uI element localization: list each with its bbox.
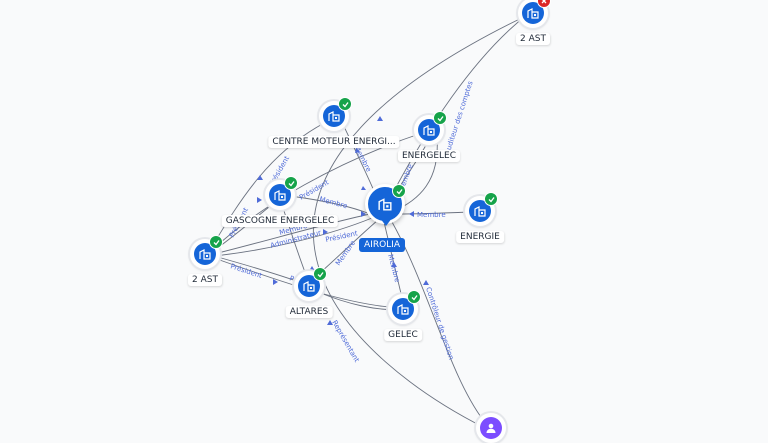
edge-ast-left-airolia-2 (213, 217, 373, 257)
check-icon (338, 97, 352, 111)
node-altares-circle[interactable] (294, 267, 327, 301)
edge-gascogne-airolia (289, 195, 371, 215)
edge-label-representant: Représentant (330, 319, 361, 364)
check-icon (392, 184, 406, 198)
node-gelec-circle[interactable] (388, 290, 421, 324)
building-icon (423, 125, 435, 136)
node-label: ENERGELEC (397, 150, 461, 162)
relationship-graph: Auditeur des comptes Membre Membre Membr… (209, 13, 531, 429)
node-label: 2 AST (516, 33, 550, 45)
edge-energie-airolia (397, 211, 471, 215)
edge-label-membre-7: Membre (386, 253, 401, 283)
building-icon (328, 111, 340, 122)
building-icon (274, 190, 286, 201)
building-icon (397, 304, 409, 315)
edge-ast-top-airolia (383, 13, 529, 211)
check-icon (284, 176, 298, 190)
node-2-ast-left-circle[interactable] (190, 235, 223, 269)
edge-label-membre-3: Membre (417, 211, 446, 219)
node-person-circle[interactable] (476, 413, 506, 443)
edge-label-auditeur: Auditeur des comptes (443, 80, 474, 156)
building-icon (527, 8, 539, 19)
node-2-ast-top-circle[interactable] (518, 0, 551, 28)
person-icon (486, 423, 496, 433)
building-icon (378, 198, 392, 211)
check-icon (433, 111, 447, 125)
edge-ast-left-airolia (213, 213, 371, 255)
edge-airolia-person (391, 221, 488, 426)
center-label: AIROLIA (359, 238, 405, 252)
node-gascogne-circle[interactable] (265, 176, 298, 210)
building-icon (474, 206, 486, 217)
check-icon (407, 290, 421, 304)
node-label: ENERGIE (456, 231, 504, 243)
node-label: GELEC (384, 329, 422, 341)
node-centre-moteur-circle[interactable] (319, 97, 352, 131)
check-icon (209, 235, 223, 249)
node-energelec-circle[interactable] (414, 111, 447, 145)
node-label: 2 AST (188, 274, 222, 286)
node-label: CENTRE MOTEUR ENERGI... (268, 136, 400, 148)
edge-label-controleur: Contrôleur de gestion (424, 286, 455, 361)
center-pin[interactable] (365, 184, 406, 226)
building-icon (199, 249, 211, 260)
edge-person-ast-top (313, 13, 531, 429)
node-energie-circle[interactable] (465, 192, 498, 226)
node-label: ALTARES (285, 306, 333, 318)
edge-label-membre-4: Membre (318, 195, 348, 210)
node-label: GASCOGNE ENERGELEC (221, 215, 339, 227)
check-icon (484, 192, 498, 206)
check-icon (313, 267, 327, 281)
building-icon (303, 281, 315, 292)
edge-label-membre-6: Membre (334, 239, 357, 267)
